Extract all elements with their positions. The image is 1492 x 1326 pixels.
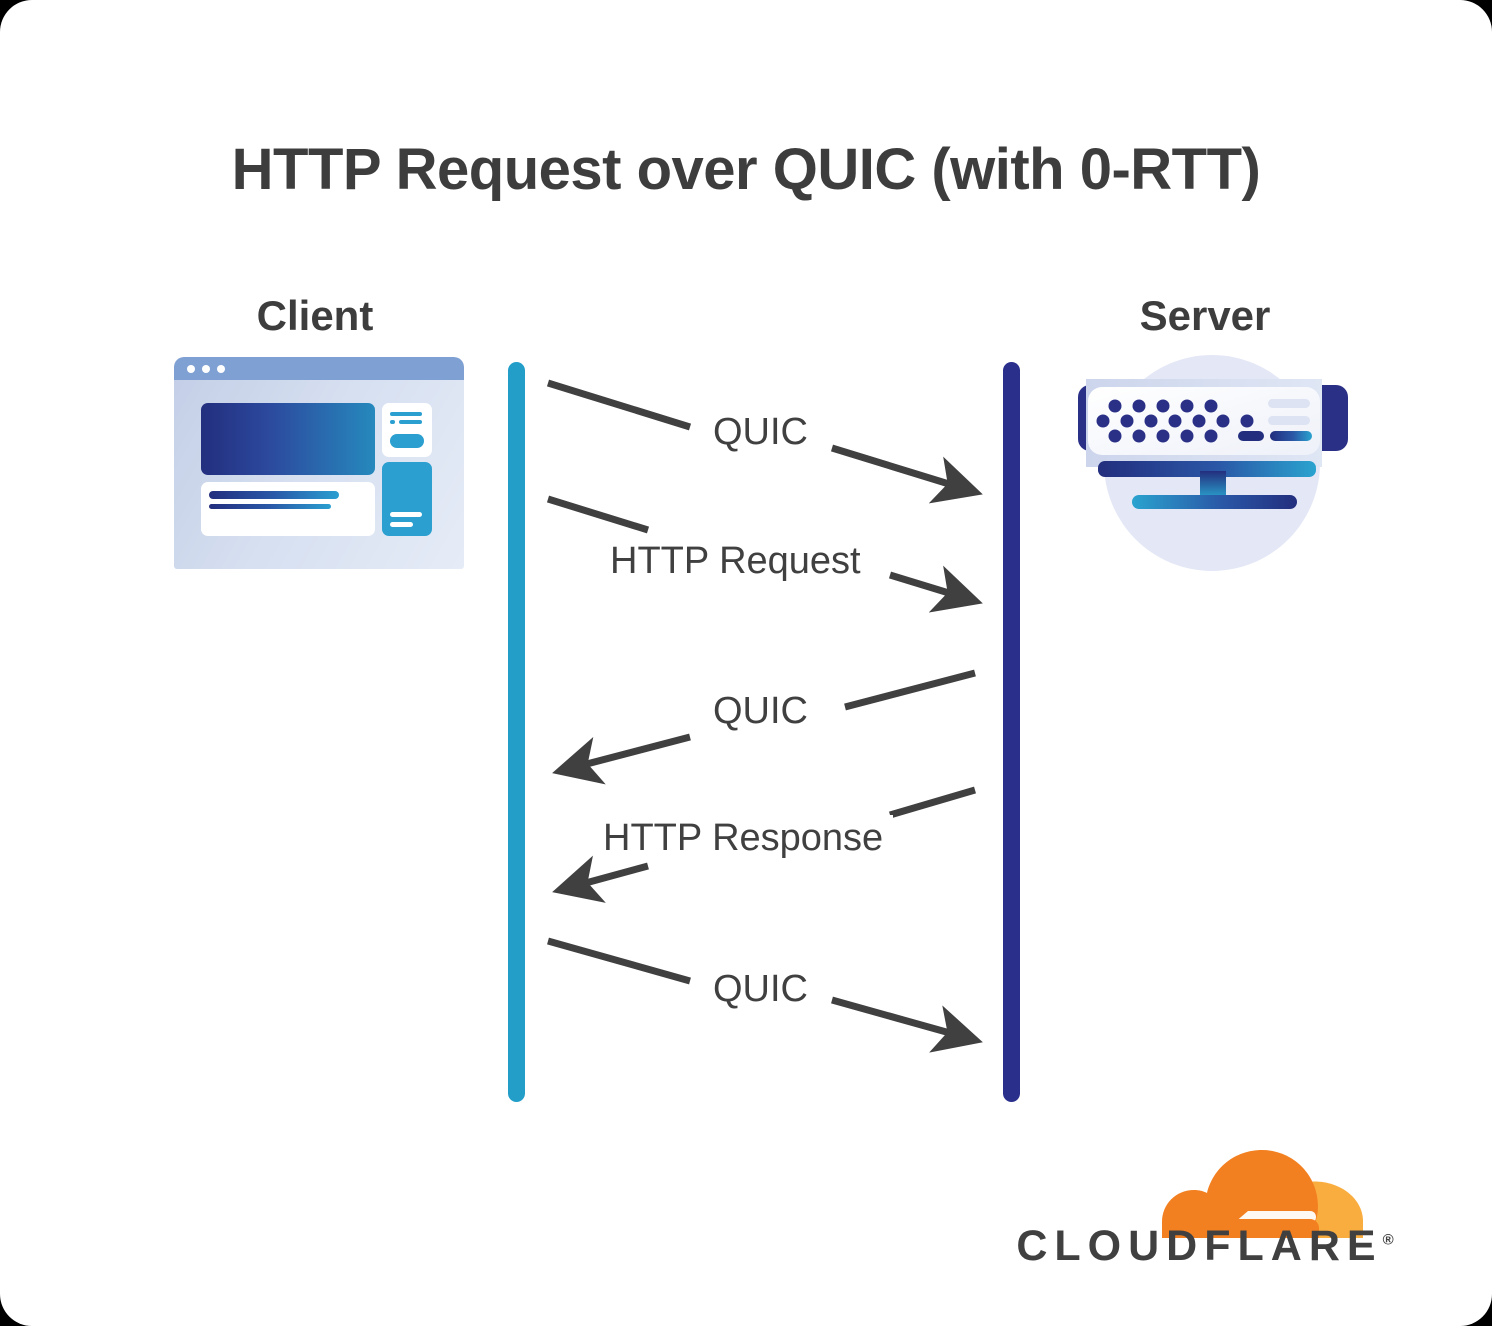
cloudflare-logo-icon <box>1010 1138 1400 1283</box>
browser-side-card-top <box>382 403 432 457</box>
message-label-3: QUIC <box>703 688 818 734</box>
message-label-2: HTTP Request <box>600 538 871 584</box>
browser-side-line <box>390 522 413 527</box>
browser-side-line <box>390 420 395 424</box>
message-label-5: QUIC <box>703 966 818 1012</box>
browser-dot-icon <box>187 365 195 373</box>
message-label-1: QUIC <box>703 409 818 455</box>
cloudflare-wordmark: CLOUDFLARE® <box>1010 1222 1400 1271</box>
brand-name: CLOUDFLARE <box>1016 1222 1383 1270</box>
browser-side-line <box>390 512 422 517</box>
browser-window-icon <box>174 357 464 569</box>
browser-side-line <box>390 412 422 416</box>
browser-text-line <box>209 504 331 509</box>
actor-label-server: Server <box>1139 292 1271 339</box>
actor-label-client: Client <box>256 292 374 339</box>
browser-side-pill <box>390 434 424 448</box>
server-rack-icon <box>1060 343 1360 588</box>
page-title: HTTP Request over QUIC (with 0-RTT) <box>231 137 1261 202</box>
browser-side-card-bottom <box>382 462 432 536</box>
browser-titlebar <box>174 357 464 380</box>
lifeline-server <box>1003 362 1020 1102</box>
registered-mark: ® <box>1382 1231 1394 1249</box>
browser-dot-icon <box>217 365 225 373</box>
message-label-4: HTTP Response <box>593 815 894 861</box>
browser-text-line <box>209 491 339 499</box>
browser-dot-icon <box>202 365 210 373</box>
browser-hero-block <box>201 403 375 475</box>
browser-text-card <box>201 482 375 536</box>
lifeline-client <box>508 362 525 1102</box>
browser-side-line <box>399 420 422 424</box>
